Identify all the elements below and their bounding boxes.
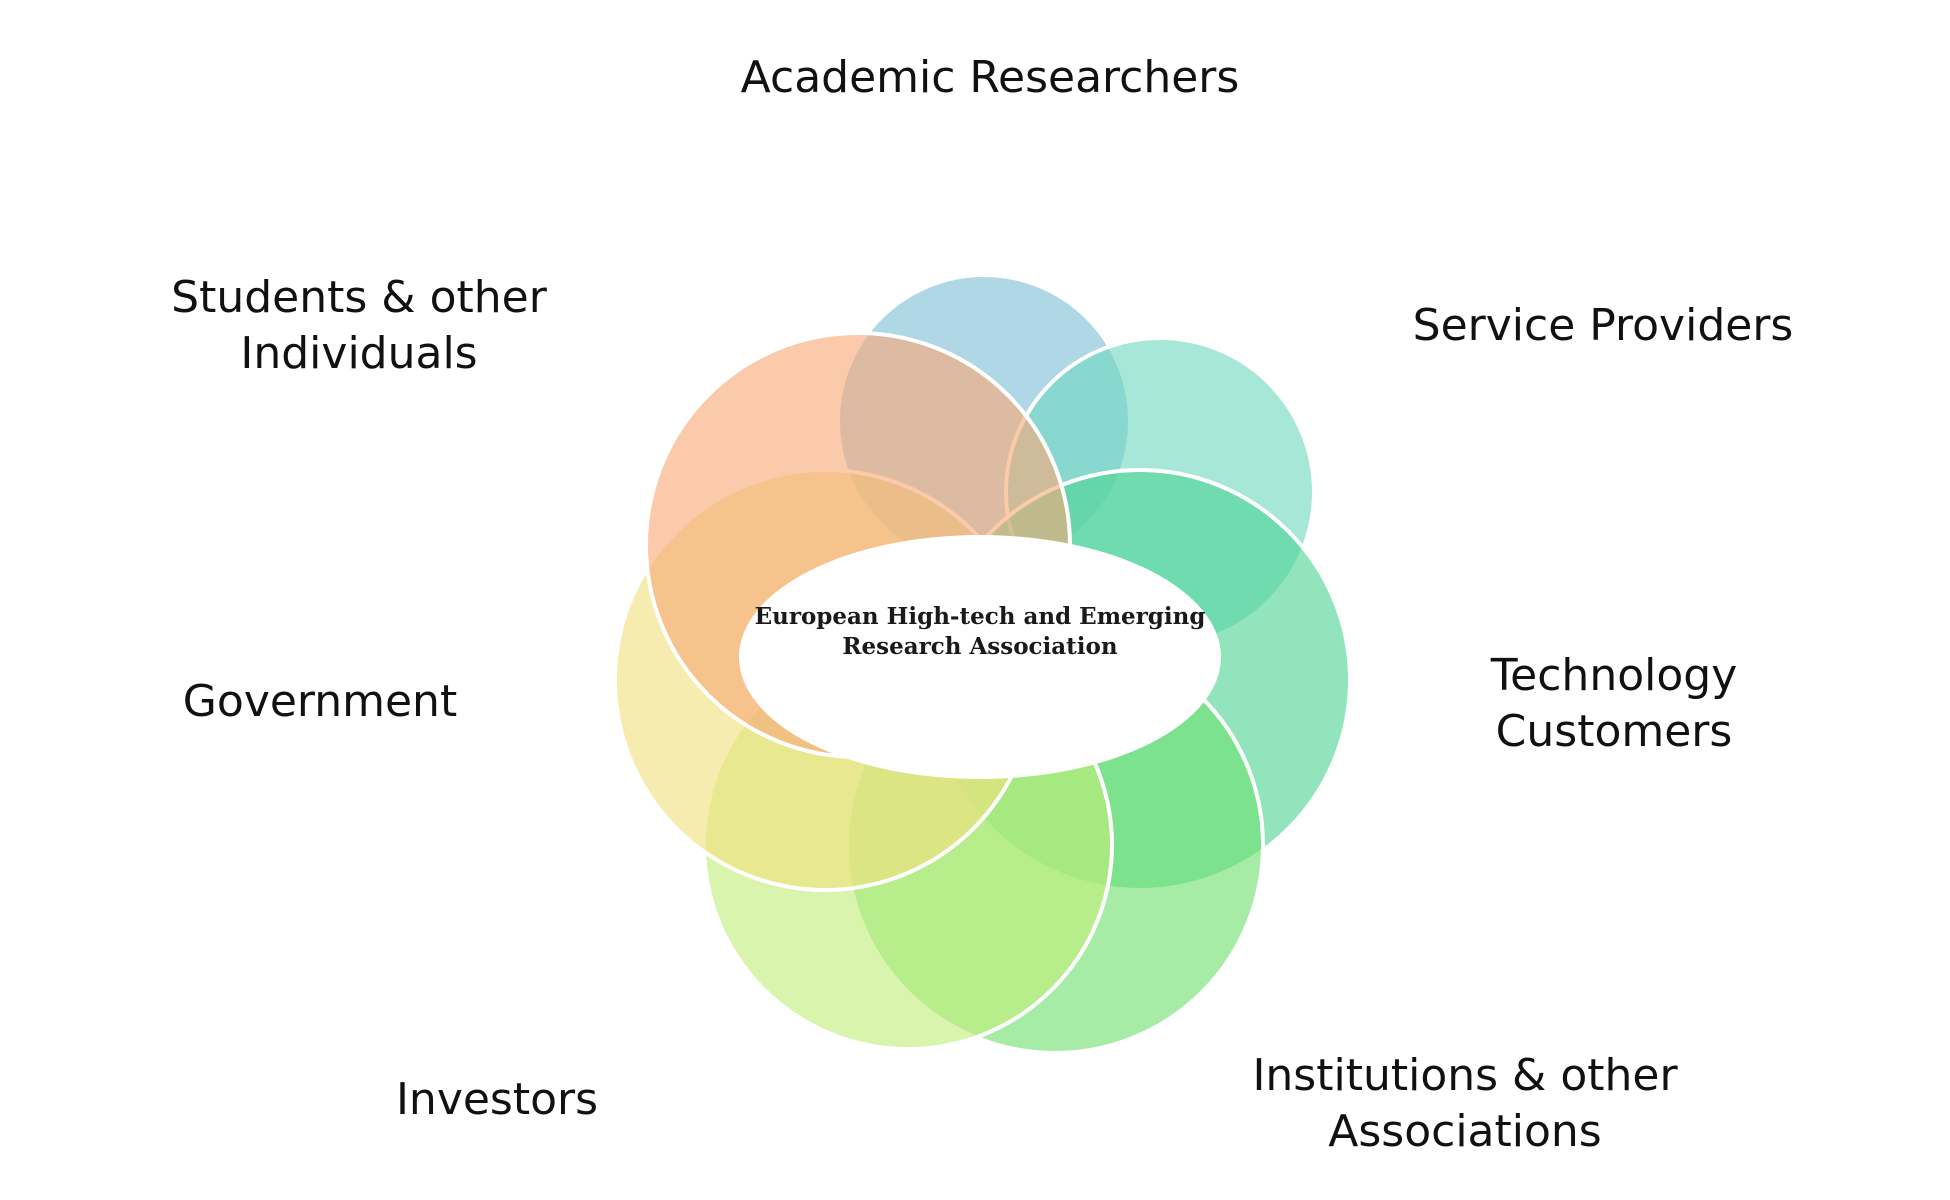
label-investors: Investors xyxy=(396,1072,598,1128)
label-students-individuals: Students & other Individuals xyxy=(171,270,547,383)
students-line-2: Individuals xyxy=(240,328,478,380)
center-label-line-1: European High-tech and Emerging xyxy=(754,603,1206,631)
center-ellipse xyxy=(739,535,1221,779)
service-providers-text: Service Providers xyxy=(1412,300,1794,351)
technology-customers-line-1: Technology xyxy=(1490,650,1738,701)
institutions-line-2: Associations xyxy=(1328,1106,1602,1158)
investors-text: Investors xyxy=(395,1074,599,1125)
label-institutions-associations: Institutions & other Associations xyxy=(1252,1048,1677,1161)
government-text: Government xyxy=(182,676,458,727)
institutions-line-1: Institutions & other xyxy=(1252,1050,1678,1101)
label-technology-customers: Technology Customers xyxy=(1491,648,1737,761)
center-label: European High-tech and Emerging Research… xyxy=(755,602,1206,662)
label-academic-researchers: Academic Researchers xyxy=(741,50,1240,106)
students-line-1: Students & other xyxy=(171,272,547,323)
center-label-line-2: Research Association xyxy=(842,633,1118,660)
label-service-providers: Service Providers xyxy=(1413,298,1794,354)
academic-researchers-text: Academic Researchers xyxy=(740,52,1240,103)
label-government: Government xyxy=(183,674,457,730)
technology-customers-line-2: Customers xyxy=(1495,706,1733,758)
